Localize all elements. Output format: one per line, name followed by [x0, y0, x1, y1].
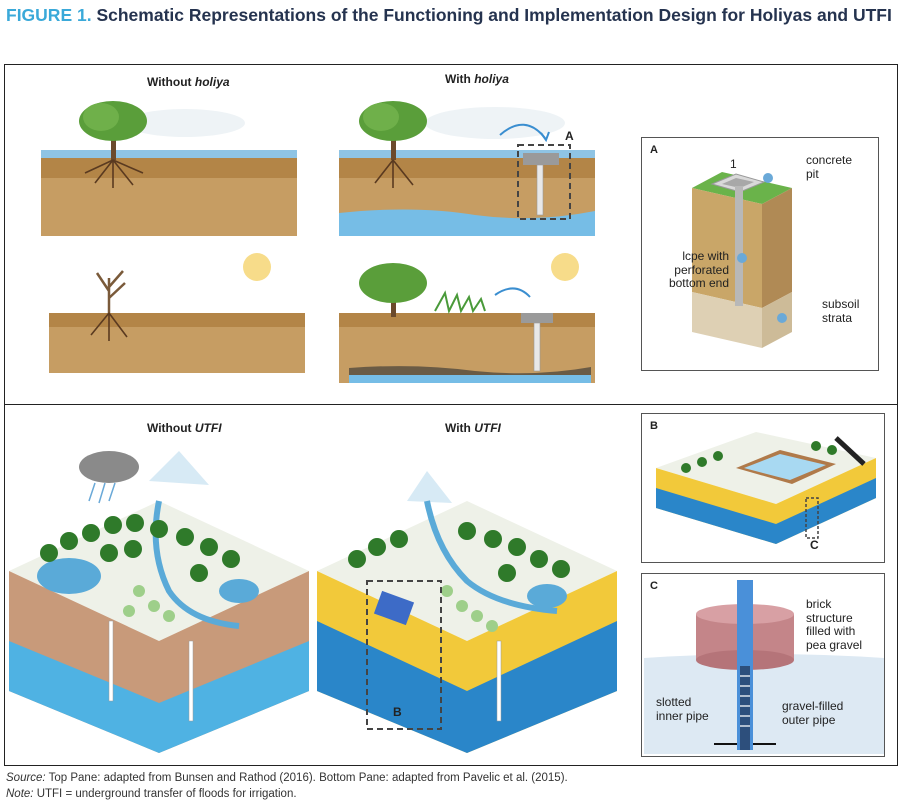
scene-with-holiya-dry	[339, 253, 595, 383]
recharge-well-detail	[644, 580, 884, 754]
inset-b: B C	[641, 413, 885, 563]
with-utfi-label: With UTFI	[445, 421, 501, 435]
callout-a: A	[565, 129, 574, 143]
without-utfi-label: Without UTFI	[147, 421, 222, 435]
top-pane: Without holiya With holiya A	[4, 64, 898, 407]
bottom-pane: Without UTFI With UTFI	[4, 404, 898, 766]
scene-with-utfi	[317, 471, 617, 753]
with-holiya-label: With holiya	[445, 72, 509, 86]
utfi-site-diagram	[656, 432, 876, 544]
without-holiya-label: Without holiya	[147, 75, 230, 89]
figure-title-text: Schematic Representations of the Functio…	[96, 5, 892, 25]
scene-without-utfi	[9, 451, 309, 753]
callout-c: C	[810, 538, 819, 552]
inset-a-letter: A	[650, 144, 658, 156]
scene-without-holiya-dry	[49, 253, 305, 373]
inset-b-letter: B	[650, 420, 658, 432]
figure-title: FIGURE 1. Schematic Representations of t…	[6, 4, 896, 27]
marker-1: 1	[730, 157, 737, 171]
source-note: Source: Top Pane: adapted from Bunsen an…	[6, 772, 568, 784]
inset-c-letter: C	[650, 580, 658, 592]
holiya-cross-section	[692, 172, 792, 348]
scene-without-holiya-wet	[41, 101, 297, 236]
callout-b: B	[393, 705, 402, 719]
figure-label: FIGURE 1.	[6, 5, 92, 25]
abbreviation-note: Note: UTFI = underground transfer of flo…	[6, 788, 297, 800]
scene-with-holiya-wet	[339, 101, 595, 236]
